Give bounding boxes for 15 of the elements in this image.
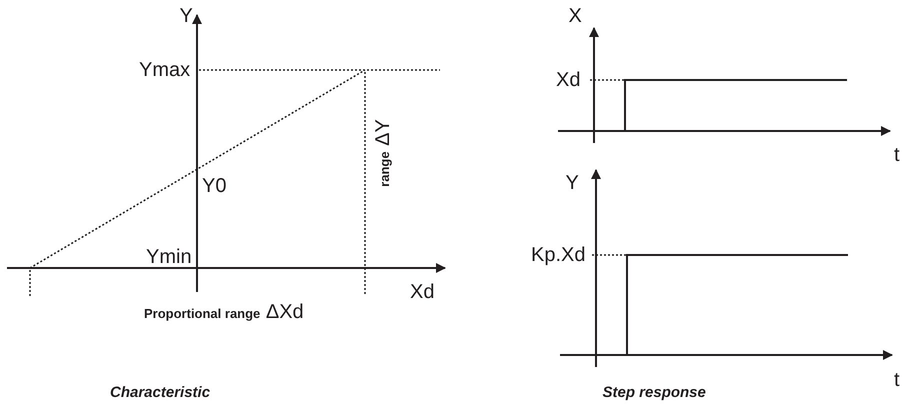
axis-value-label: Ymin <box>146 247 192 267</box>
axis-value-label: Xd <box>556 70 580 90</box>
axis-label: Xd <box>410 282 434 302</box>
axis-label: t <box>894 145 900 165</box>
chart-caption: Step response <box>602 384 706 400</box>
axis-value-label: Ymax <box>139 60 190 80</box>
range-label: range ΔY <box>372 119 393 187</box>
axis-label: t <box>894 370 900 390</box>
range-label: Proportional range ΔXd <box>144 302 304 322</box>
axis-value-label: Y0 <box>202 176 226 196</box>
chart-caption: Characteristic <box>110 384 210 400</box>
axis-value-label: Kp.Xd <box>531 245 586 265</box>
axis-label: X <box>568 6 582 26</box>
axis-label: Y <box>566 173 579 193</box>
axis-label: Y <box>180 6 193 26</box>
